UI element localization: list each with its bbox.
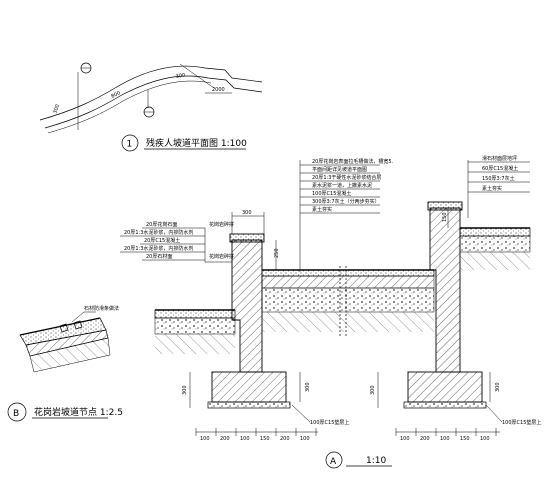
top-label-2: 平面间距详见坡道平面图 <box>312 166 367 173</box>
top-label-5: 100厚C15混凝土 <box>312 190 351 197</box>
right-wall-cap <box>427 201 463 211</box>
bottom-dim-value: 200 <box>220 436 230 442</box>
ramp-concrete-layer <box>261 275 435 289</box>
right-base-layer <box>459 235 531 253</box>
plan-curb-line <box>47 80 212 134</box>
left-footing-bed <box>207 401 291 409</box>
dim-left-footing-value-2: 300 <box>305 382 311 392</box>
dim-wall-cap-value: 300 <box>242 210 252 216</box>
left-label-4: 20厚1:3水泥砂浆，内掺防水剂 <box>124 245 193 252</box>
plan-dim-width: 300 <box>52 104 61 115</box>
plan-outer-edge <box>39 65 263 121</box>
plan-dim-left: 800 <box>110 90 121 99</box>
ramp-soil-layer <box>262 312 434 332</box>
dim-right-footing-value-2: 300 <box>495 382 501 392</box>
detail-b: 石材防滑条做法 B 花岗岩坡道节点 1:2.5 <box>7 305 123 422</box>
left-footing <box>211 371 287 403</box>
right-retaining-wall <box>429 207 461 373</box>
bottom-dim-value: 100 <box>240 436 250 442</box>
bottom-label-right: 100厚C15垫层上 <box>502 419 541 426</box>
left-label-1: 20厚花岗石面 <box>146 221 177 228</box>
right-label-3: 150厚3:7灰土 <box>482 175 515 182</box>
bottom-dim-value: 100 <box>480 436 490 442</box>
section-a-scale: 1:10 <box>366 456 386 466</box>
bottom-dim-value: 200 <box>420 436 430 442</box>
detail-b-leader-label: 石材防滑条做法 <box>84 305 119 312</box>
right-footing-bed <box>403 401 487 409</box>
plan-dim-curve: 300 <box>175 72 185 80</box>
plan-title: 残疾人坡道平面图 1:100 <box>146 137 247 149</box>
dim-left-footing-value: 300 <box>182 385 188 395</box>
detail-b-marker-letter: B <box>13 409 19 419</box>
ramp-stone-layer <box>261 269 435 277</box>
bottom-dims-left: 100 200 100 150 200 100 <box>195 428 317 442</box>
ramp-plan: 2000 800 300 300 1 残疾人坡道平面图 1:100 <box>39 62 263 152</box>
left-label-5: 20厚石材面 <box>146 253 172 260</box>
right-soil-layer <box>460 252 530 270</box>
section-a-marker-letter: A <box>330 457 337 467</box>
bottom-dim-value: 150 <box>460 436 470 442</box>
dim-cap-height-value: 250 <box>274 248 280 258</box>
left-base-layer <box>154 317 236 335</box>
detail-b-marker <box>7 402 27 422</box>
right-label-2: 60厚C15混凝土 <box>482 165 518 172</box>
left-tag-1: 花岗岩碎拼 <box>209 221 234 228</box>
detail-b-title: 花岗岩坡道节点 1:2.5 <box>34 406 123 418</box>
left-retaining-wall <box>231 239 263 373</box>
plan-marker-number: 1 <box>127 140 133 150</box>
bottom-dim-value: 200 <box>280 436 290 442</box>
top-label-1: 20厚花岗岩表面拉毛槽做法，槽宽5. <box>312 158 394 165</box>
ramp-lime-soil-layer <box>261 287 435 313</box>
bottom-label-left: 100厚C15垫层上 <box>310 419 349 426</box>
plan-cut-line <box>179 63 215 89</box>
left-paving-layer <box>154 309 236 319</box>
left-label-2: 20厚1:3水泥砂浆，内掺防水剂 <box>124 229 193 236</box>
top-label-4: 素水泥浆一道，上撒素水泥 <box>312 182 372 189</box>
bottom-dim-value: 100 <box>440 436 450 442</box>
top-label-3: 20厚1:3干硬性水泥砂浆结合层 <box>312 174 381 181</box>
bottom-dim-value: 100 <box>400 436 410 442</box>
detail-b-base-layer <box>29 337 111 373</box>
left-wall-cap <box>229 233 265 243</box>
left-label-3: 20厚C15混凝土 <box>144 237 180 244</box>
top-layer-labels: 20厚花岗岩表面拉毛槽做法，槽宽5. 平面间距详见坡道平面图 20厚1:3干硬性… <box>300 158 394 214</box>
bottom-dim-value: 100 <box>200 436 210 442</box>
bottom-dims-right: 100 200 100 150 100 <box>395 428 497 442</box>
detail-b-antislip-strip <box>59 323 69 333</box>
right-footing <box>407 371 483 403</box>
top-label-6: 300厚3:7灰土（分两步夯实） <box>312 198 380 205</box>
section-a-marker <box>325 451 343 469</box>
left-tag-2: 花岗岩碎拼 <box>209 253 234 260</box>
bottom-dim-value: 100 <box>300 436 310 442</box>
plan-inner-edge <box>44 75 263 129</box>
top-label-7: 素土夯实 <box>312 206 332 213</box>
plan-dim-total: 2000 <box>212 87 225 93</box>
left-layer-labels: 20厚花岗石面 20厚1:3水泥砂浆，内掺防水剂 20厚C15混凝土 20厚1:… <box>120 221 205 261</box>
left-soil-layer <box>155 334 235 354</box>
dim-right-footing-value: 300 <box>370 385 376 395</box>
right-layer-labels: 滑石材面层地坪 60厚C15混凝土 150厚3:7灰土 素土夯实 <box>468 155 530 193</box>
right-paving-layer <box>459 227 531 237</box>
right-label-1: 滑石材面层地坪 <box>482 155 517 162</box>
right-label-4: 素土夯实 <box>482 185 502 192</box>
dim-right-step-value: 150 <box>442 212 448 222</box>
bottom-dim-value: 150 <box>260 436 270 442</box>
section-a: 20厚花岗岩表面拉毛槽做法，槽宽5. 平面间距详见坡道平面图 20厚1:3干硬性… <box>120 155 541 469</box>
plan-title-marker <box>121 134 139 152</box>
